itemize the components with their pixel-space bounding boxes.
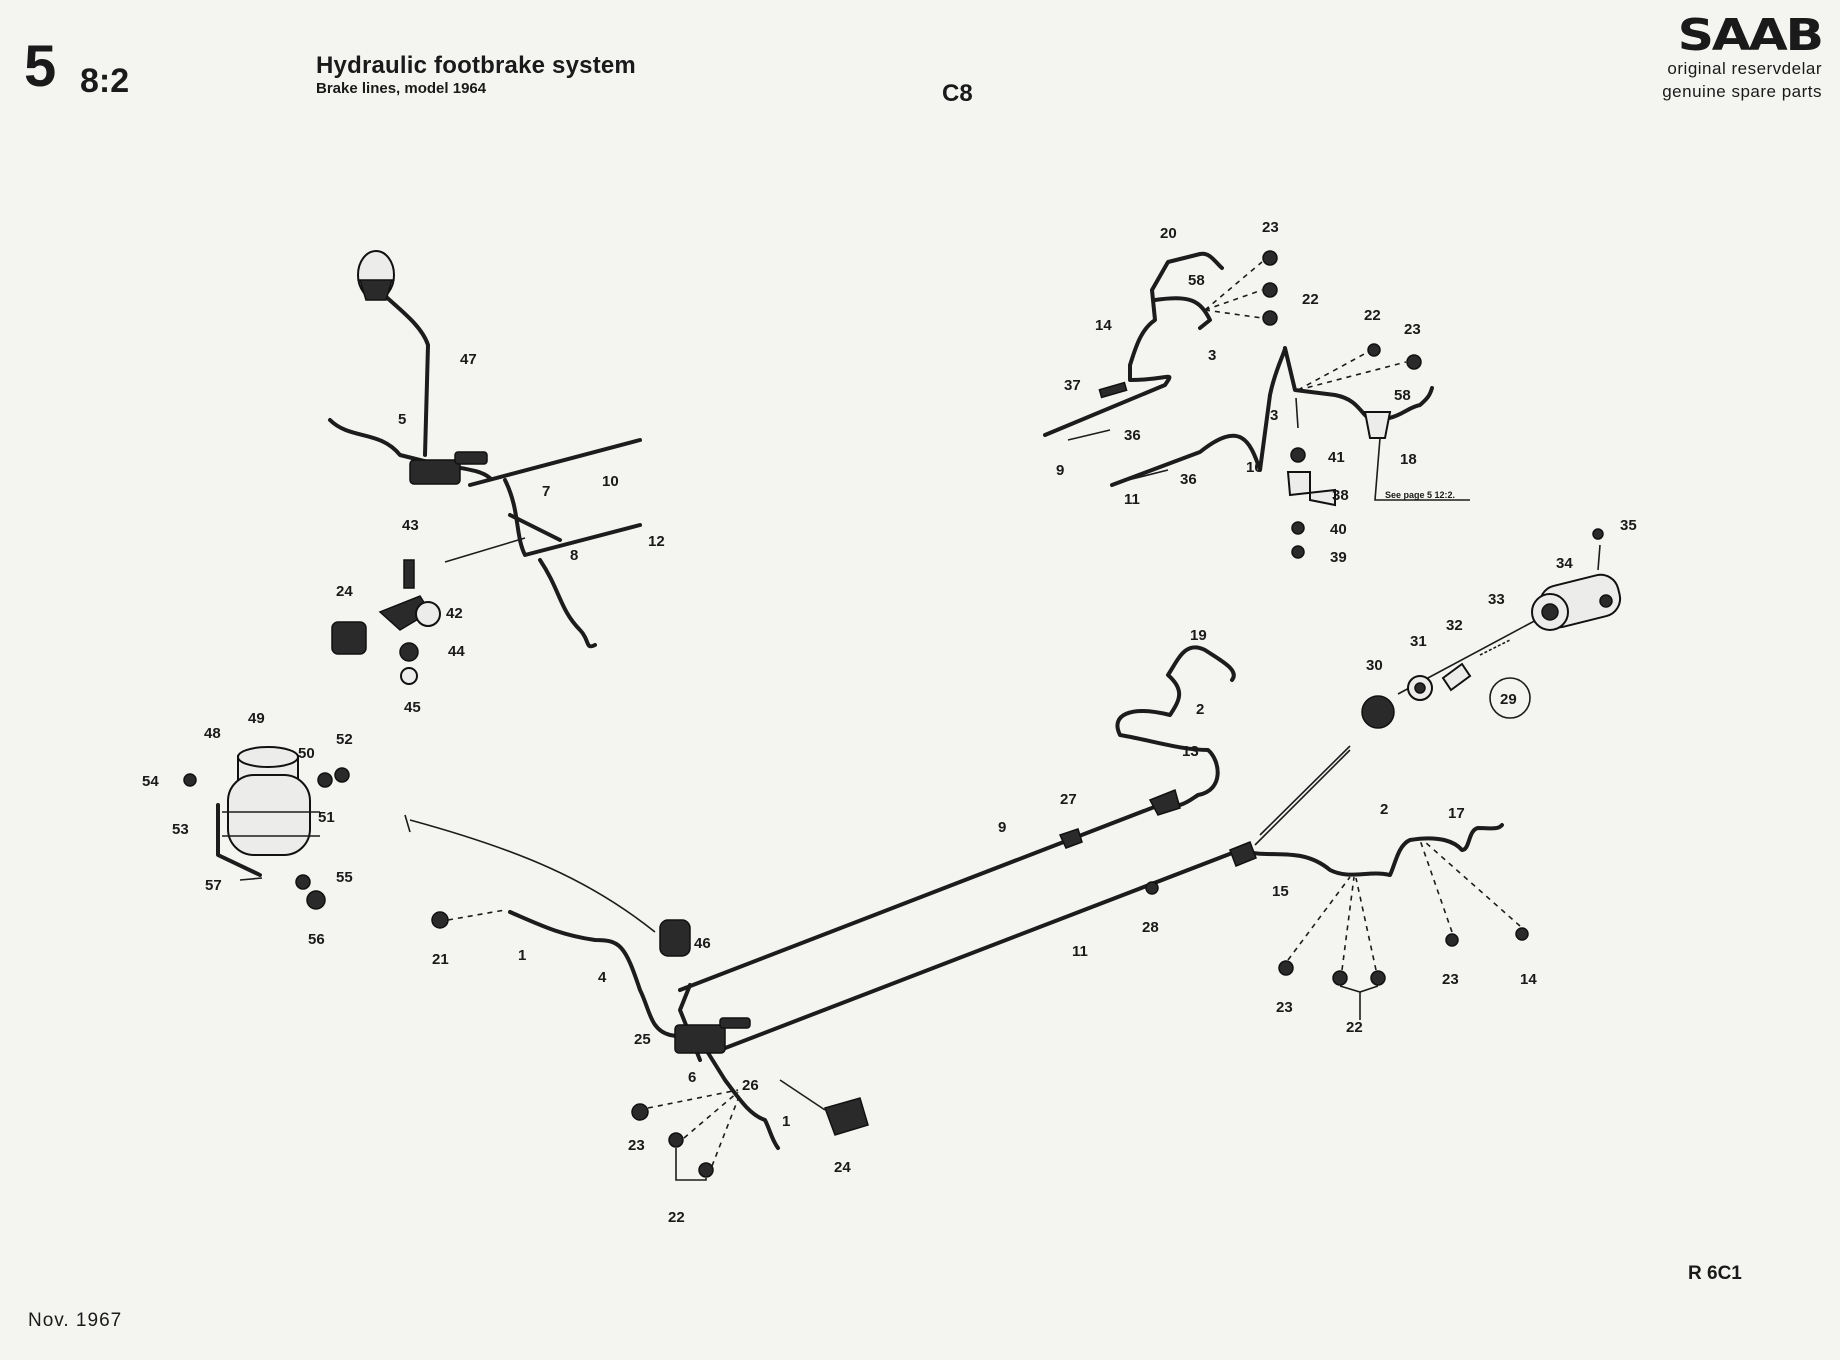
brand-line-2: genuine spare parts (1662, 81, 1822, 101)
callout-label: 32 (1446, 617, 1463, 634)
callout-label: 40 (1330, 521, 1347, 538)
master-cylinder-assembly (328, 250, 642, 685)
subsection-number: 8:2 (80, 62, 130, 100)
callout-label: 13 (1182, 743, 1199, 760)
callout-label: 22 (1364, 307, 1381, 324)
figure-reference: R 6C1 (1688, 1263, 1742, 1284)
brand-block: SAAB original reservdelar genuine spare … (1662, 14, 1824, 104)
callout-label: 5 (398, 411, 406, 428)
callout-label: 8 (570, 547, 578, 564)
callout-label: 9 (998, 819, 1006, 836)
callout-label: 49 (248, 710, 265, 727)
section-number: 5 (24, 34, 57, 99)
callout-label: 24 (336, 583, 353, 600)
callout-label: 21 (432, 951, 449, 968)
callout-label: 23 (1276, 999, 1293, 1016)
callout-label: 45 (404, 699, 421, 716)
callout-label: 1 (782, 1113, 790, 1130)
callout-label: 47 (460, 351, 477, 368)
callout-label: 3 (1208, 347, 1216, 364)
callout-label: 27 (1060, 791, 1077, 808)
callout-label: 23 (1262, 219, 1279, 236)
callout-label: 16 (1246, 459, 1263, 476)
callout-label: 19 (1190, 627, 1207, 644)
callout-label: 57 (205, 877, 222, 894)
callout-label: 58 (1188, 272, 1205, 289)
callout-label: 10 (602, 473, 619, 490)
callout-label: 52 (336, 731, 353, 748)
callout-label: 22 (1302, 291, 1319, 308)
callout-label: 43 (402, 517, 419, 534)
callout-label: 17 (1448, 805, 1465, 822)
callout-label: 33 (1488, 591, 1505, 608)
callout-label: 50 (298, 745, 315, 762)
callout-label: 9 (1056, 462, 1064, 479)
callout-label: 11 (1072, 943, 1088, 960)
callout-label: 2 (1196, 701, 1204, 718)
publication-date: Nov. 1967 (28, 1310, 123, 1331)
callout-label: 24 (834, 1159, 851, 1176)
brand-line-1: original reservdelar (1667, 59, 1822, 78)
callout-label: 25 (634, 1031, 651, 1048)
callout-label: 26 (742, 1077, 759, 1094)
callout-label: 23 (628, 1137, 645, 1154)
callout-label: 48 (204, 725, 221, 742)
callout-label: 14 (1095, 317, 1112, 334)
callout-label: 15 (1272, 883, 1289, 900)
callout-label: 42 (446, 605, 463, 622)
callout-label: 54 (142, 773, 159, 790)
callout-label: 29 (1500, 691, 1517, 708)
callout-label: 23 (1404, 321, 1421, 338)
callout-label: 22 (668, 1209, 685, 1226)
callout-labels: 20 23 58 22 14 3 22 23 37 58 3 36 9 18 4… (142, 219, 1637, 1226)
callout-label: 39 (1330, 549, 1347, 566)
main-brake-lines (404, 645, 1504, 1150)
callout-label: 1 (518, 947, 526, 964)
callout-label: 35 (1620, 517, 1637, 534)
callout-label: 11 (1124, 491, 1140, 508)
callout-label: 36 (1124, 427, 1141, 444)
page-subtitle: Brake lines, model 1964 (316, 80, 487, 97)
page-code: C8 (942, 80, 973, 107)
callout-label: 3 (1270, 407, 1278, 424)
callout-label: 31 (1410, 633, 1427, 650)
callout-label: 46 (694, 935, 711, 952)
pressure-valve-parts (1361, 528, 1622, 729)
callout-label: 44 (448, 643, 465, 660)
callout-label: 37 (1064, 377, 1081, 394)
callout-label: 28 (1142, 919, 1159, 936)
callout-label: 7 (542, 483, 550, 500)
clip-leaders (431, 839, 1529, 1181)
callout-label: 34 (1556, 555, 1573, 572)
callout-label: 53 (172, 821, 189, 838)
callout-label: 18 (1400, 451, 1417, 468)
callout-label: 12 (648, 533, 665, 550)
callout-label: 4 (598, 969, 607, 986)
callout-label: 55 (336, 869, 353, 886)
callout-label: 58 (1394, 387, 1411, 404)
callout-label: 41 (1328, 449, 1345, 466)
callout-label: 51 (318, 809, 335, 826)
callout-label: 14 (1520, 971, 1537, 988)
callout-label: 23 (1442, 971, 1459, 988)
page-title: Hydraulic footbrake system (316, 52, 636, 79)
saab-logo: SAAB (1677, 10, 1824, 61)
callout-label: 6 (688, 1069, 696, 1086)
callout-label: 30 (1366, 657, 1383, 674)
callout-label: 2 (1380, 801, 1388, 818)
callout-label: 36 (1180, 471, 1197, 488)
callout-label: 38 (1332, 487, 1349, 504)
brake-fluid-reservoir (183, 746, 350, 910)
callout-label: 56 (308, 931, 325, 948)
see-page-note: See page 5 12:2. (1385, 490, 1455, 500)
callout-label: 20 (1160, 225, 1177, 242)
callout-label: 22 (1346, 1019, 1363, 1036)
rear-junction-assembly (1043, 250, 1470, 559)
